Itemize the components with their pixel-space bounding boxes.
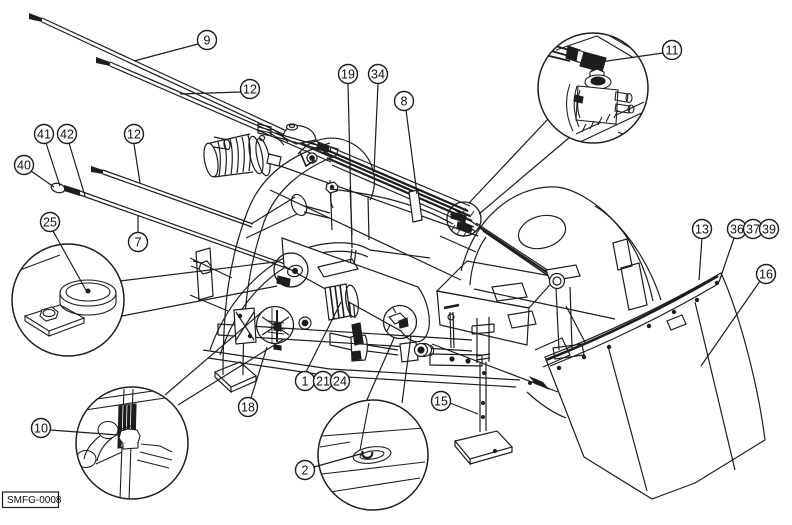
svg-text:40: 40 [17, 159, 31, 173]
svg-text:13: 13 [695, 223, 709, 237]
svg-text:19: 19 [341, 68, 355, 82]
svg-text:37: 37 [746, 223, 760, 237]
svg-text:42: 42 [60, 128, 74, 142]
svg-text:15: 15 [434, 395, 448, 409]
svg-text:SMFG-0008: SMFG-0008 [7, 495, 62, 506]
svg-text:16: 16 [759, 268, 773, 282]
svg-text:39: 39 [762, 223, 776, 237]
svg-text:9: 9 [204, 34, 211, 48]
svg-text:1: 1 [302, 375, 309, 389]
svg-text:41: 41 [37, 128, 51, 142]
svg-text:24: 24 [333, 375, 347, 389]
svg-text:11: 11 [666, 44, 679, 58]
svg-text:34: 34 [371, 68, 385, 82]
svg-text:12: 12 [127, 128, 141, 142]
svg-text:36: 36 [730, 223, 744, 237]
svg-text:25: 25 [43, 216, 57, 230]
svg-text:12: 12 [243, 83, 257, 97]
svg-text:18: 18 [241, 401, 255, 415]
svg-text:10: 10 [34, 422, 48, 436]
svg-text:2: 2 [302, 464, 309, 478]
svg-text:21: 21 [316, 375, 330, 389]
svg-text:7: 7 [135, 236, 142, 250]
svg-text:8: 8 [401, 95, 408, 109]
